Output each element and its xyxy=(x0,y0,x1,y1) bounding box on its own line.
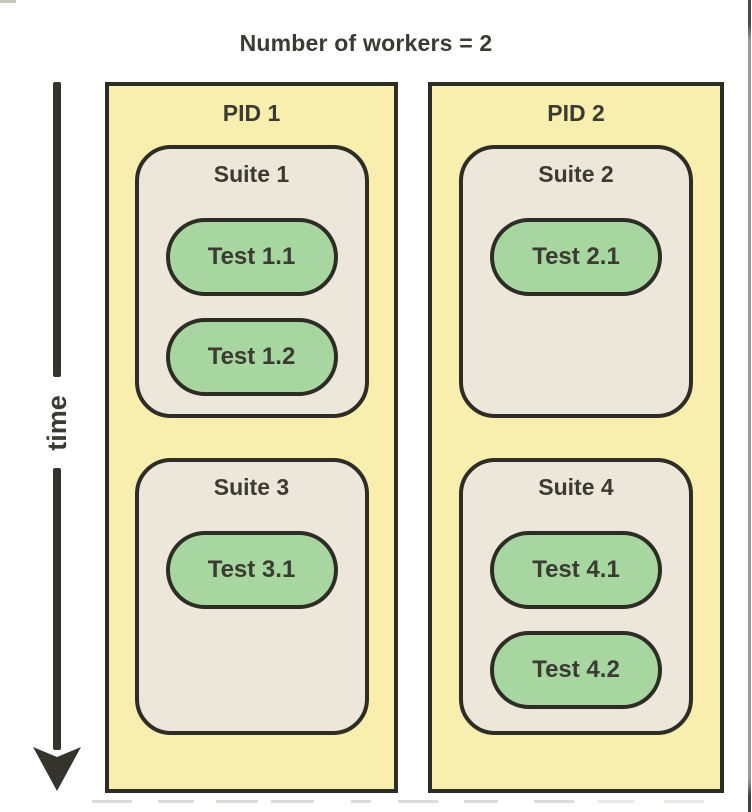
suite-label: Suite 3 xyxy=(213,474,290,500)
time-axis-label: time xyxy=(42,395,72,451)
test-label: Test 3.1 xyxy=(207,556,296,583)
test-pill-3-1: Test 3.1 xyxy=(165,531,338,609)
cropped-text-artifact xyxy=(598,800,634,803)
test-label: Test 4.2 xyxy=(532,656,620,683)
worker-box-pid-2: PID 2 Suite 2 Test 2.1 Suite 4 Test 4.1 … xyxy=(428,82,724,793)
cropped-text-artifact xyxy=(664,800,704,803)
time-axis-line-upper xyxy=(53,82,61,377)
test-label: Test 4.1 xyxy=(532,556,620,583)
test-label: Test 1.1 xyxy=(207,243,296,270)
cropped-text-artifact xyxy=(398,800,438,803)
cropped-text-artifact xyxy=(158,800,194,803)
topleft-crop-artifact xyxy=(0,0,16,3)
test-pill-2-1: Test 2.1 xyxy=(490,218,662,296)
suite-box-2: Suite 2 Test 2.1 xyxy=(459,145,693,418)
worker-label: PID 1 xyxy=(222,100,281,126)
right-edge-line xyxy=(748,0,751,812)
cropped-text-artifact xyxy=(216,800,258,803)
test-pill-1-2: Test 1.2 xyxy=(165,318,338,396)
test-pill-4-2: Test 4.2 xyxy=(490,631,662,709)
cropped-text-artifact xyxy=(271,800,314,803)
suite-label: Suite 4 xyxy=(538,474,614,500)
suite-box-3: Suite 3 Test 3.1 xyxy=(134,458,369,735)
suite-label: Suite 2 xyxy=(538,161,614,187)
test-label: Test 2.1 xyxy=(532,243,620,270)
cropped-text-artifact xyxy=(464,800,498,803)
worker-label: PID 2 xyxy=(547,100,605,126)
suite-label: Suite 1 xyxy=(213,161,290,187)
test-label: Test 1.2 xyxy=(207,343,296,370)
cropped-text-artifact xyxy=(92,800,132,803)
worker-box-pid-1: PID 1 Suite 1 Test 1.1 Test 1.2 Suite 3 … xyxy=(105,82,398,793)
diagram-title: Number of workers = 2 xyxy=(239,30,493,56)
suite-box-4: Suite 4 Test 4.1 Test 4.2 xyxy=(459,458,693,735)
test-pill-1-1: Test 1.1 xyxy=(165,218,338,296)
test-pill-4-1: Test 4.1 xyxy=(490,531,662,609)
arrow-down-icon xyxy=(33,747,81,791)
time-axis-line-lower xyxy=(53,468,61,750)
suite-box-1: Suite 1 Test 1.1 Test 1.2 xyxy=(134,145,369,418)
cropped-text-artifact xyxy=(534,800,574,803)
cropped-text-artifact xyxy=(351,800,371,803)
